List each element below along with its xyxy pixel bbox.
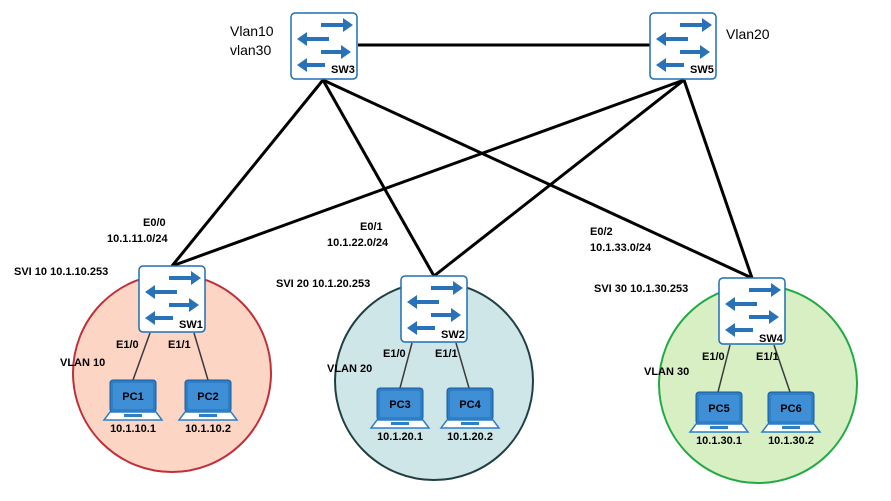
link-sw2-pc3 [399, 342, 413, 389]
pc5-ip: 10.1.30.1 [696, 435, 742, 447]
sw3-vlan-line-2: vlan30 [230, 42, 271, 58]
uplink-port-sw2: E0/1 [360, 221, 383, 233]
switch-sw3[interactable]: SW3 [289, 11, 359, 81]
sw4-label: SW4 [759, 333, 784, 345]
pc6-label: PC6 [780, 403, 801, 415]
pc5-label: PC5 [708, 403, 729, 415]
pc-pc1[interactable]: PC1 10.1.10.1 [103, 379, 163, 435]
vlan-label-sw4: VLAN 30 [644, 366, 689, 378]
uplink-port-sw4: E0/2 [590, 226, 613, 238]
pc3-label: PC3 [389, 399, 410, 411]
switch-sw4[interactable]: SW4 [717, 276, 787, 346]
switch-sw5[interactable]: SW5 [648, 11, 718, 81]
port-sw4-left: E1/0 [702, 351, 725, 363]
link-sw5-sw4 [682, 79, 754, 279]
link-sw3-sw1 [170, 79, 325, 267]
link-sw2-pc4 [455, 342, 470, 389]
pc1-label: PC1 [122, 391, 143, 403]
uplink-subnet-sw4: 10.1.33.0/24 [590, 242, 652, 254]
svi-sw4: SVI 30 10.1.30.253 [594, 283, 688, 295]
sw3-vlan-line-1: Vlan10 [230, 23, 274, 39]
vlan-label-sw2: VLAN 20 [327, 363, 372, 375]
pc1-ip: 10.1.10.1 [110, 423, 156, 435]
link-sw4-pc6 [773, 344, 791, 393]
sw3-label: SW3 [331, 64, 355, 76]
core-links [170, 43, 754, 280]
uplink-subnet-sw1: 10.1.11.0/24 [107, 233, 168, 245]
svi-sw2: SVI 20 10.1.20.253 [276, 278, 370, 290]
pc-pc5[interactable]: PC5 10.1.30.1 [689, 391, 749, 447]
link-sw4-pc5 [717, 344, 731, 393]
switch-sw2[interactable]: SW2 [399, 274, 469, 344]
svi-sw1: SVI 10 10.1.10.253 [14, 266, 108, 278]
access-links [132, 332, 791, 393]
pc6-ip: 10.1.30.2 [768, 435, 814, 447]
link-sw5-sw2 [433, 78, 685, 278]
sw2-label: SW2 [441, 329, 465, 341]
uplink-port-sw1: E0/0 [143, 217, 166, 229]
sw5-label: SW5 [690, 64, 714, 76]
pc4-label: PC4 [459, 399, 481, 411]
pc-pc4[interactable]: PC4 10.1.20.2 [440, 387, 500, 443]
port-sw4-right: E1/1 [756, 351, 779, 363]
pc3-ip: 10.1.20.1 [377, 431, 423, 443]
vlan-label-sw1: VLAN 10 [60, 357, 105, 369]
port-sw2-left: E1/0 [383, 348, 406, 360]
link-sw3-sw4 [322, 78, 753, 280]
pc-pc6[interactable]: PC6 10.1.30.2 [761, 391, 821, 447]
link-sw5-sw1 [171, 78, 685, 268]
link-sw1-pc1 [132, 332, 151, 381]
pc-pc2[interactable]: PC2 10.1.10.2 [178, 379, 238, 435]
link-sw1-pc2 [193, 332, 209, 381]
switch-sw1[interactable]: SW1 [137, 264, 207, 334]
pc2-label: PC2 [197, 391, 218, 403]
sw5-vlan-label: Vlan20 [726, 26, 770, 42]
pc2-ip: 10.1.10.2 [185, 423, 231, 435]
port-sw1-right: E1/1 [168, 339, 191, 351]
link-sw3-sw2 [321, 79, 436, 277]
pc4-ip: 10.1.20.2 [447, 431, 493, 443]
port-sw1-left: E1/0 [116, 339, 139, 351]
sw1-label: SW1 [179, 319, 203, 331]
port-sw2-right: E1/1 [435, 348, 458, 360]
pc-pc3[interactable]: PC3 10.1.20.1 [370, 387, 430, 443]
uplink-subnet-sw2: 10.1.22.0/24 [327, 237, 389, 249]
